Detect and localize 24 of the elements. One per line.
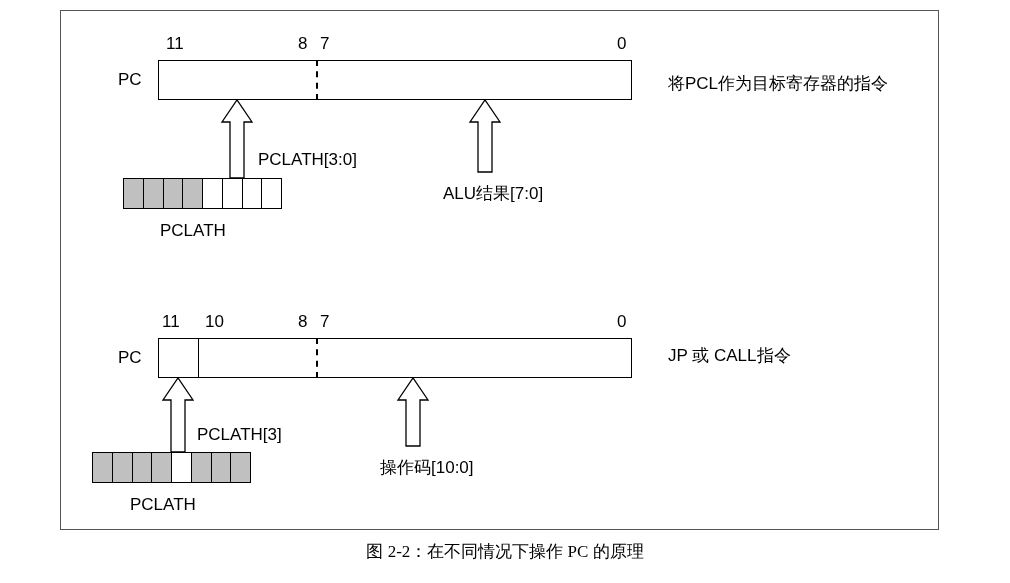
bit-number: 11 [162, 312, 180, 332]
edge-label: PCLATH[3:0] [258, 150, 357, 170]
hollow-arrow [161, 376, 195, 453]
bit-number: 8 [298, 34, 308, 54]
figure-caption: 图 2-2：在不同情况下操作 PC 的原理 [366, 542, 644, 562]
bit-number: 0 [617, 312, 627, 332]
edge-label: PCLATH[3] [197, 425, 282, 445]
bit-number: 0 [617, 34, 627, 54]
register-name: PCLATH [130, 495, 196, 515]
register-name: PC [118, 348, 142, 368]
source-label: 操作码[10:0] [380, 457, 474, 478]
register-name: PCLATH [160, 221, 226, 241]
bit-number: 7 [320, 312, 330, 332]
bit-number: 11 [166, 34, 184, 54]
hollow-arrow [220, 98, 254, 179]
instruction-note: 将PCL作为目标寄存器的指令 [668, 74, 889, 94]
instruction-note: JP 或 CALL指令 [668, 346, 791, 366]
hollow-arrow [396, 376, 430, 447]
hollow-arrow [468, 98, 502, 173]
source-label: ALU结果[7:0] [443, 183, 544, 204]
bit-number: 10 [205, 312, 224, 332]
register-name: PC [118, 70, 142, 90]
bit-number: 7 [320, 34, 330, 54]
bit-number: 8 [298, 312, 308, 332]
